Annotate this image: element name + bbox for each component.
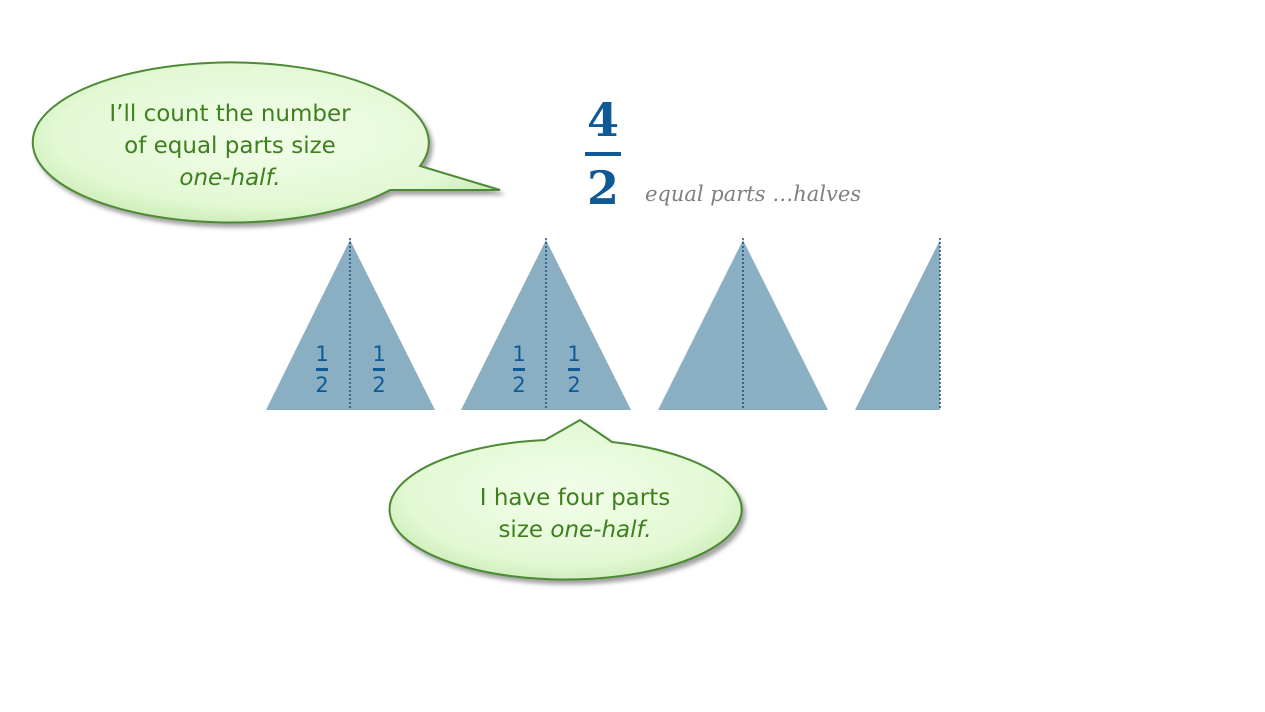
half-numerator: 1 <box>315 342 329 366</box>
half-numerator: 1 <box>372 342 386 366</box>
triangle-3 <box>658 238 828 410</box>
fraction-bar <box>373 368 385 371</box>
speech-bubble-top <box>31 61 501 224</box>
half-denominator: 2 <box>567 373 581 397</box>
half-label: 1 2 <box>312 343 332 396</box>
bubble-top-line2: of equal parts size <box>124 133 336 159</box>
main-fraction: 4 2 <box>582 96 624 212</box>
fraction-bar <box>585 152 621 156</box>
half-numerator: 1 <box>512 342 526 366</box>
speech-bubble-bottom <box>388 418 743 581</box>
bubble-top-line3: one-half. <box>179 165 281 191</box>
half-denominator: 2 <box>315 373 329 397</box>
half-label: 1 2 <box>509 343 529 396</box>
fraction-bar <box>513 368 525 371</box>
bubble-top-line1: I’ll count the number <box>109 101 351 127</box>
half-denominator: 2 <box>512 373 526 397</box>
half-label: 1 2 <box>564 343 584 396</box>
triangle-2 <box>461 238 631 410</box>
bubble-top-text: I’ll count the number of equal parts siz… <box>60 98 400 194</box>
main-numerator: 4 <box>586 93 619 147</box>
bubble-bottom-line2-italic: one-half. <box>550 517 652 543</box>
fraction-bar <box>316 368 328 371</box>
fraction-bar <box>568 368 580 371</box>
half-numerator: 1 <box>567 342 581 366</box>
bubble-bottom-text: I have four parts size one-half. <box>415 482 735 546</box>
bubble-bottom-line2: size <box>498 517 551 543</box>
triangle-4-half <box>855 238 941 410</box>
bubble-bottom-line1: I have four parts <box>479 485 671 511</box>
caption: equal parts …halves <box>645 182 862 206</box>
half-denominator: 2 <box>372 373 386 397</box>
main-denominator: 2 <box>586 161 619 215</box>
triangle-1 <box>266 238 435 410</box>
half-label: 1 2 <box>369 343 389 396</box>
